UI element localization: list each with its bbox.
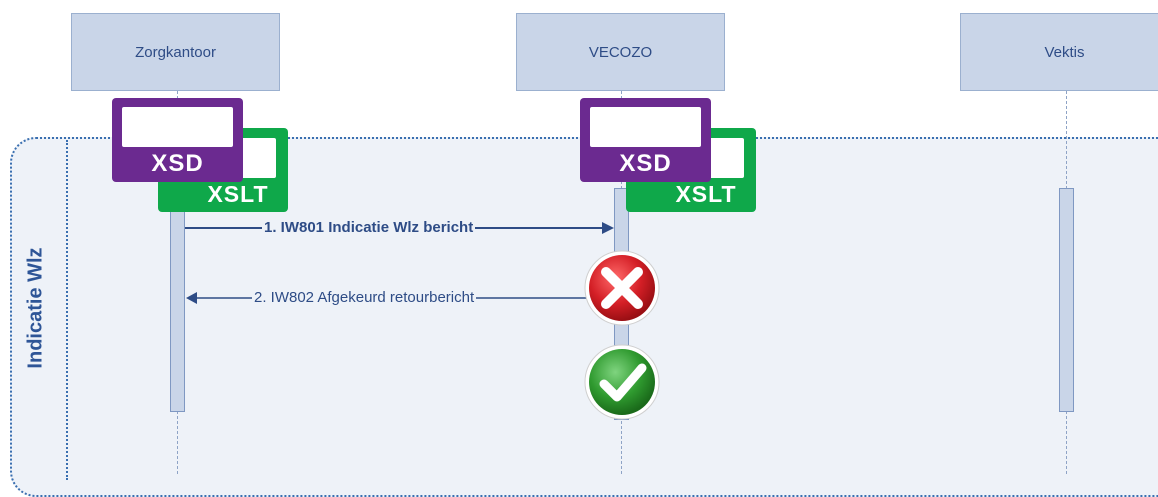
- frame-divider: [66, 140, 68, 480]
- diagram-overlay: [185, 222, 660, 420]
- message-label-2: 2. IW802 Afgekeurd retourbericht: [252, 289, 477, 307]
- message-label-1: 1. IW801 Indicatie Wlz bericht: [262, 219, 476, 237]
- xslt-label: XSLT: [675, 181, 737, 207]
- lifeline-zorgkantoor: Zorgkantoor: [71, 13, 280, 91]
- error-cross-icon: [584, 250, 660, 326]
- xslt-label: XSLT: [207, 181, 269, 207]
- lifeline-vecozo: VECOZO: [516, 13, 725, 91]
- lifeline-vektis: Vektis: [960, 13, 1158, 91]
- xsd-document-zorgkantoor: XSD: [112, 98, 243, 182]
- xsd-document-vecozo: XSD: [580, 98, 711, 182]
- success-check-icon: [584, 344, 660, 420]
- activation-vektis: [1059, 188, 1074, 412]
- xsd-label: XSD: [151, 150, 204, 177]
- xsd-label: XSD: [619, 150, 672, 177]
